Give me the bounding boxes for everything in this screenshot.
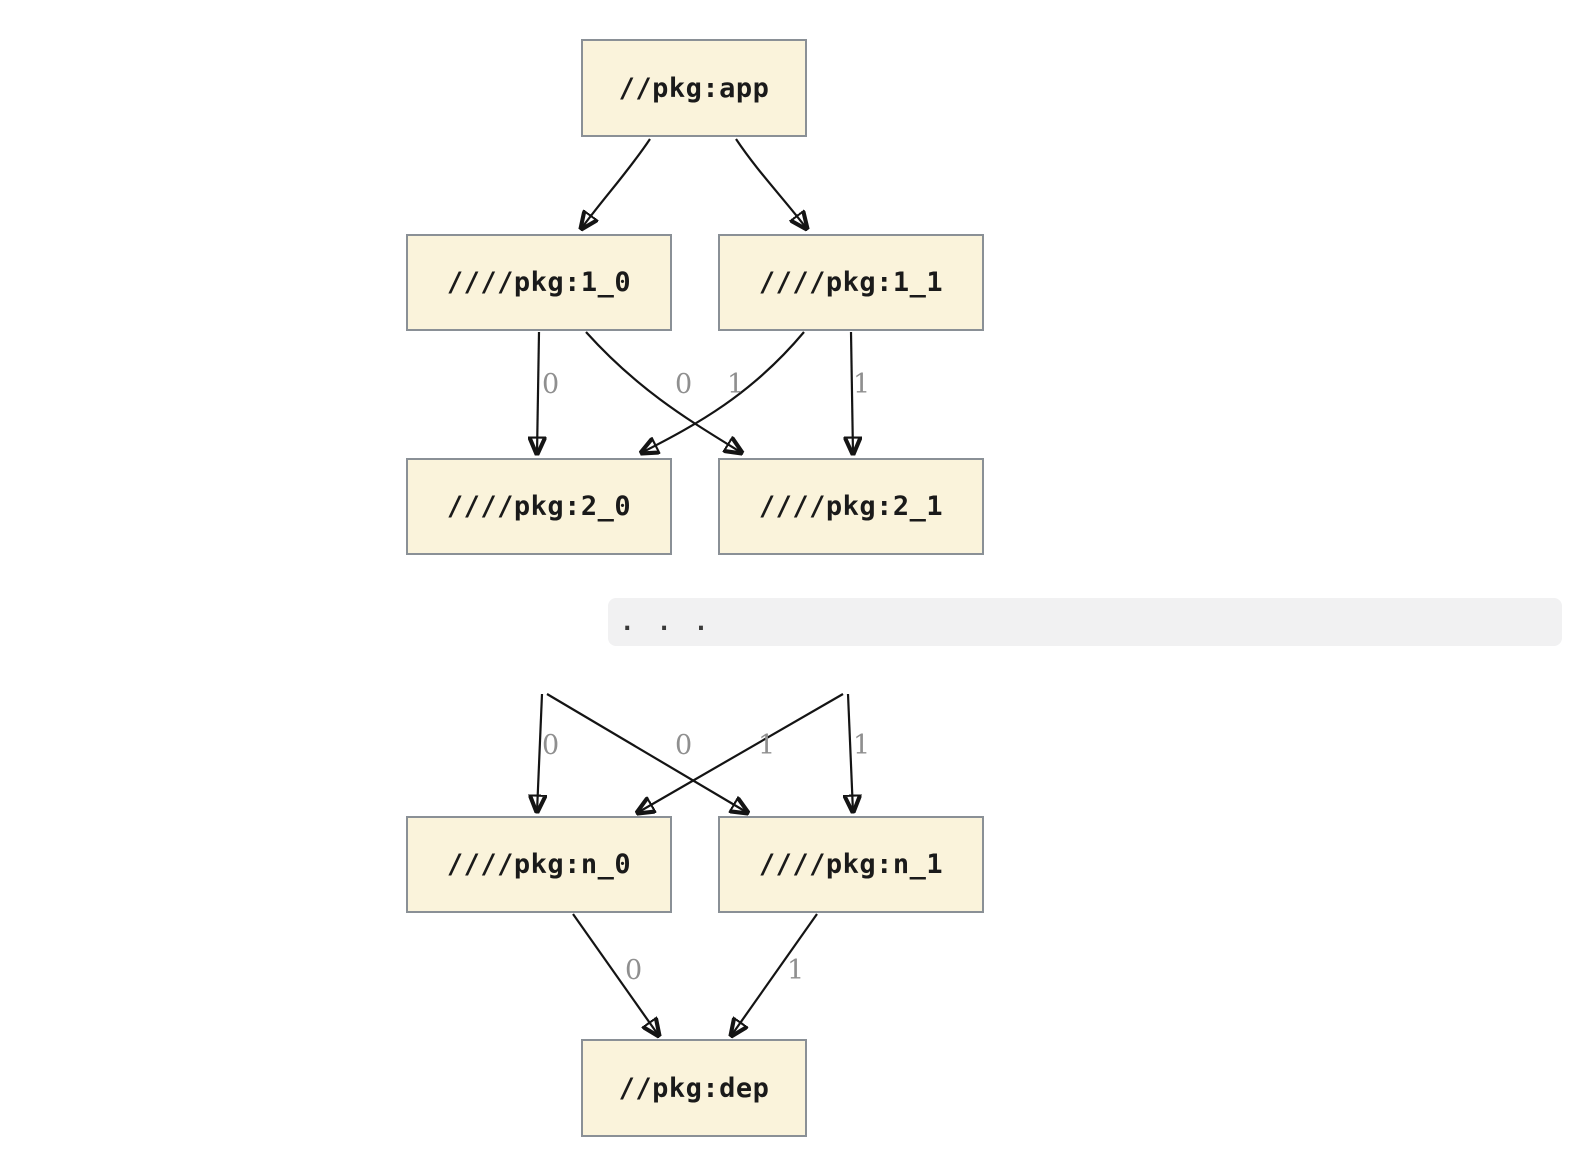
edge-1_0-to-2_1 (585, 331, 742, 453)
edge-label-1_1-2_0: 0 (675, 369, 693, 400)
edge-n_0-to-dep (572, 913, 659, 1036)
edge-app-to-1_0 (581, 138, 651, 229)
node-pkg-1_0: ////pkg:1_0 (406, 234, 672, 331)
edge-label-prev-n_0-b: 0 (675, 730, 693, 761)
ellipsis-dots: . . . (620, 608, 713, 636)
node-pkg-app-label: //pkg:app (618, 72, 770, 104)
edge-label-1_0-2_0: 0 (542, 369, 560, 400)
edge-1_1-to-2_1 (851, 331, 853, 454)
node-pkg-dep-label: //pkg:dep (618, 1072, 770, 1104)
edge-prev-to-n_0-cross (637, 693, 844, 813)
node-pkg-n_1: ////pkg:n_1 (718, 816, 984, 913)
edge-label-prev-n_1-b: 1 (853, 730, 871, 761)
ellipsis-band: . . . (608, 598, 1562, 646)
edge-label-n_1-dep: 1 (787, 955, 805, 986)
edge-label-n_0-dep: 0 (625, 955, 643, 986)
edge-app-to-1_1 (735, 138, 807, 229)
edge-label-prev-n_0-a: 0 (542, 730, 560, 761)
edge-label-prev-n_1-a: 1 (758, 730, 776, 761)
node-pkg-2_0: ////pkg:2_0 (406, 458, 672, 555)
node-pkg-1_1-label: ////pkg:1_1 (758, 267, 944, 298)
node-pkg-1_0-label: ////pkg:1_0 (446, 267, 632, 298)
edge-label-1_1-2_1: 1 (853, 369, 871, 400)
node-pkg-dep: //pkg:dep (581, 1039, 807, 1137)
edge-n_1-to-dep (731, 913, 818, 1036)
node-pkg-2_1: ////pkg:2_1 (718, 458, 984, 555)
edge-1_0-to-2_0 (537, 331, 539, 454)
node-pkg-app: //pkg:app (581, 39, 807, 137)
node-pkg-n_0: ////pkg:n_0 (406, 816, 672, 913)
edge-1_1-to-2_0 (641, 331, 805, 453)
node-pkg-2_1-label: ////pkg:2_1 (758, 491, 944, 522)
node-pkg-n_0-label: ////pkg:n_0 (446, 849, 632, 880)
node-pkg-2_0-label: ////pkg:2_0 (446, 491, 632, 522)
node-pkg-n_1-label: ////pkg:n_1 (758, 849, 944, 880)
edge-prev-to-n_1-straight (848, 693, 853, 812)
edge-prev-to-n_0-straight (537, 693, 542, 812)
edge-label-1_0-2_1: 1 (727, 369, 745, 400)
node-pkg-1_1: ////pkg:1_1 (718, 234, 984, 331)
edge-prev-to-n_1-cross (546, 693, 748, 813)
